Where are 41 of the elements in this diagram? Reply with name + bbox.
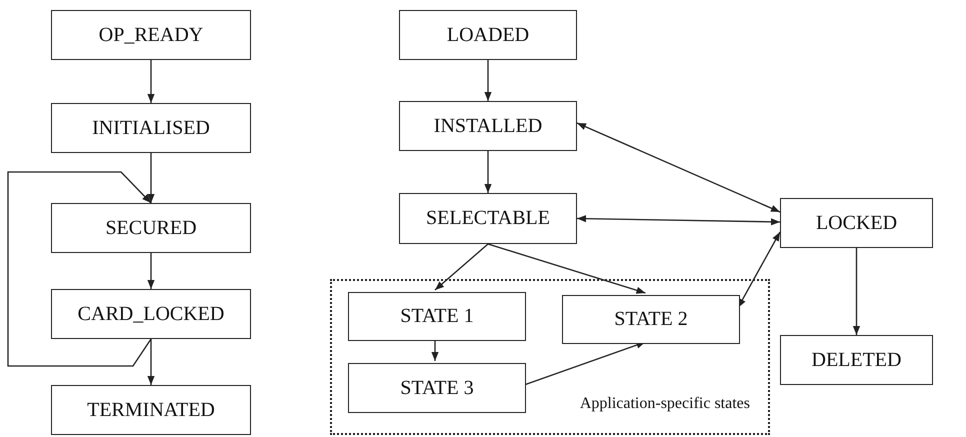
state-box [348,292,526,341]
state-label: TERMINATED [87,398,215,422]
state-label: INITIALISED [92,116,210,140]
state-box [51,385,251,435]
arrow [7,171,152,367]
arrow [484,60,492,101]
arrow [431,339,439,361]
arrow [484,151,492,193]
state-box [348,363,526,413]
arrow [852,248,860,335]
state-box [51,289,251,339]
state-label: OP_READY [98,24,204,46]
state-label: SECURED [105,216,197,240]
state-label: SELECTABLE [426,207,550,230]
state-box [399,101,577,151]
state-box [780,198,933,248]
arrow [576,215,780,226]
arrow [147,60,155,103]
state-label: INSTALLED [434,114,542,138]
state-box [399,193,577,244]
arrow [147,253,155,289]
state-label: DELETED [812,348,902,372]
arrow [576,122,780,213]
arrow [147,339,155,385]
state-box [51,103,251,153]
group-boundary [330,279,770,435]
state-label: STATE 3 [400,376,474,400]
arrow [434,244,488,290]
state-box [780,335,933,385]
group-label: Application-specific states [580,395,750,413]
arrow [147,153,155,203]
state-label: CARD_LOCKED [78,302,224,326]
state-box [562,295,740,344]
arrow [488,243,646,294]
state-label: LOCKED [816,212,898,234]
state-label: LOADED [446,24,530,46]
state-label: STATE 2 [614,308,688,331]
state-box [51,10,251,60]
state-box [399,10,577,60]
state-box [51,203,251,253]
state-label: STATE 1 [400,305,474,328]
